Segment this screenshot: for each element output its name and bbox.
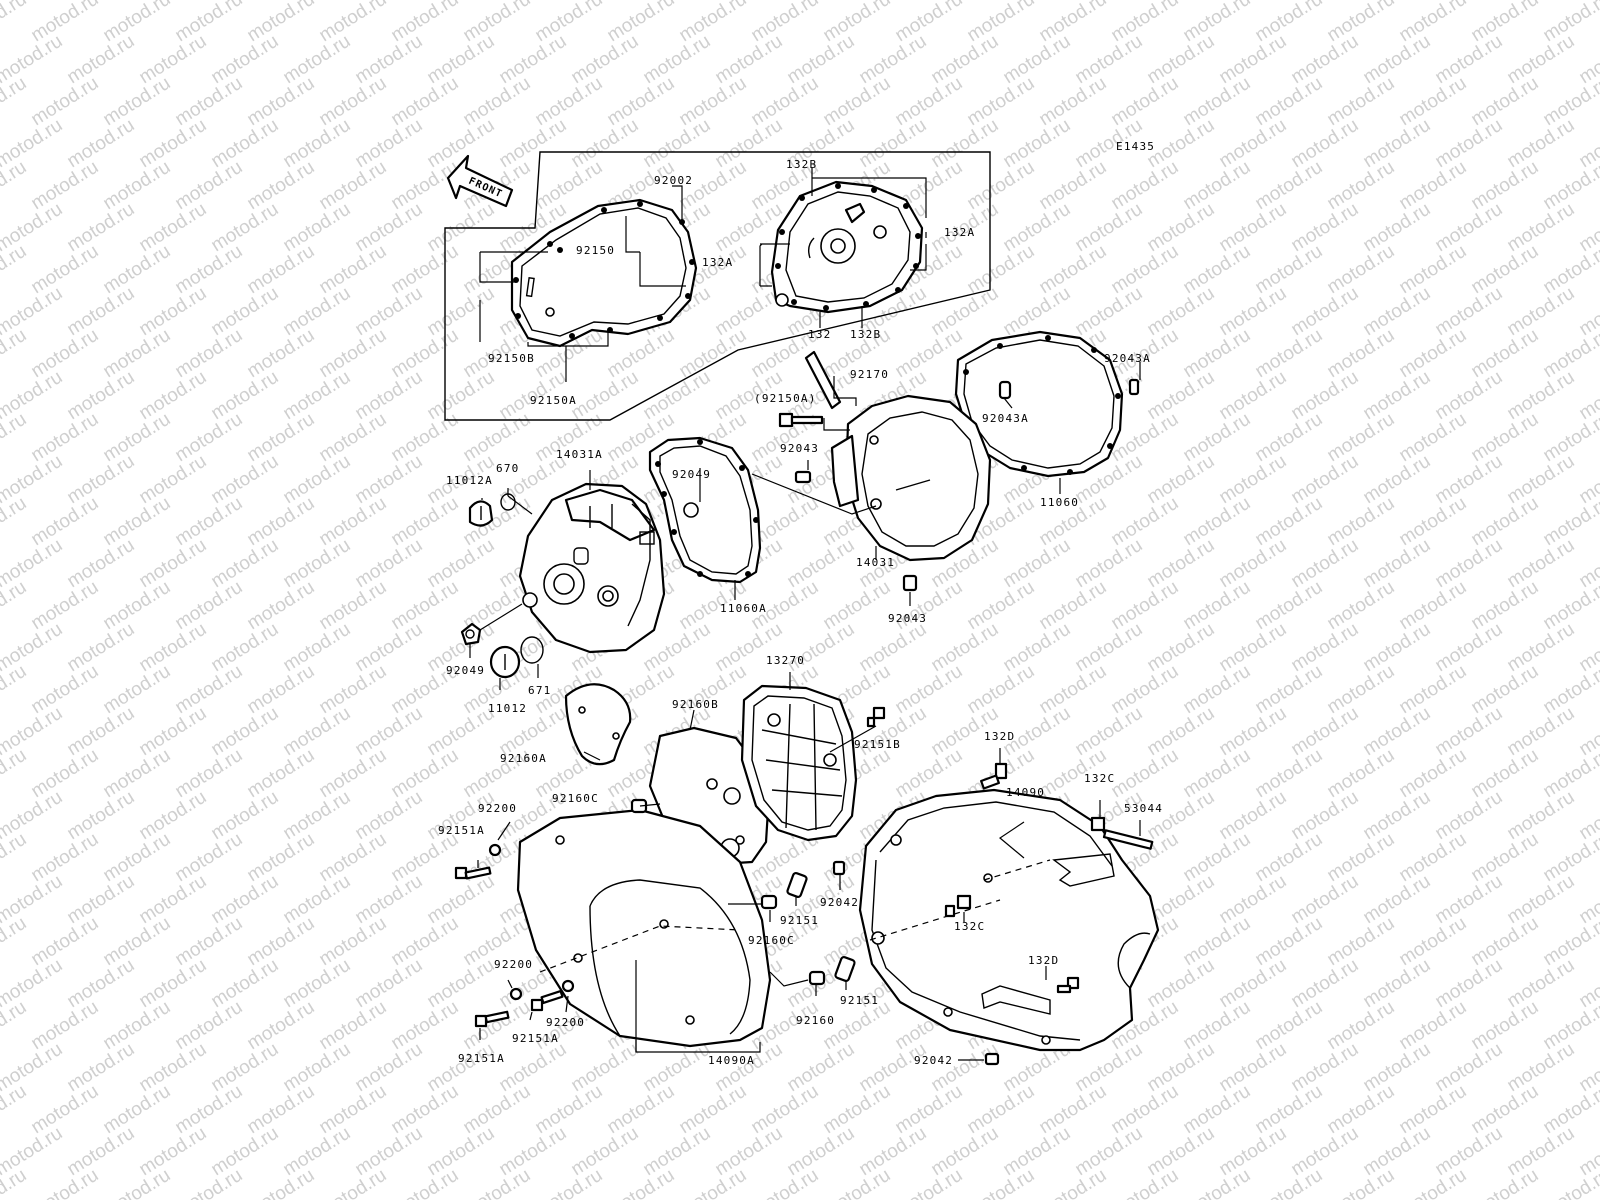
plate-13270 [740, 684, 858, 842]
label-132A-left: 132A [702, 256, 733, 269]
dowel-92042-b [984, 1052, 1000, 1066]
label-92160A: 92160A [500, 752, 547, 765]
label-92200-b: 92200 [494, 958, 533, 971]
bolt-132D-top [994, 762, 1008, 780]
label-671: 671 [528, 684, 551, 697]
inset-cover-gasket [510, 198, 698, 348]
inset-outer-cover [770, 180, 924, 314]
label-92150A-paren: (92150A) [754, 392, 817, 405]
cover-14031A [518, 482, 666, 654]
inset-frame [444, 151, 991, 421]
dowel-92043A-mid [998, 380, 1012, 400]
label-132A-right: 132A [944, 226, 975, 239]
label-92170: 92170 [850, 368, 889, 381]
label-92200-a: 92200 [478, 802, 517, 815]
bolt-132C-top [1090, 816, 1106, 832]
stud-53044 [1102, 829, 1154, 850]
label-92150B: 92150B [488, 352, 535, 365]
label-11060A: 11060A [720, 602, 767, 615]
label-92042-b: 92042 [914, 1054, 953, 1067]
label-132C-top: 132C [1084, 772, 1115, 785]
label-14090A: 14090A [708, 1054, 755, 1067]
label-132D-bot: 132D [1028, 954, 1059, 967]
part-labels: E1435 92002 132B 92150 132A 132A 92150B … [438, 140, 1163, 1067]
label-92160C-a: 92160C [552, 792, 599, 805]
label-92002: 92002 [654, 174, 693, 187]
label-13270: 13270 [766, 654, 805, 667]
washer-92200-b [509, 987, 523, 1001]
dowel-92043A-top [1128, 378, 1140, 396]
plug-11012 [489, 645, 521, 679]
inset-bolt-dots-right [775, 183, 921, 311]
label-92043A-top: 92043A [1104, 352, 1151, 365]
label-92151A-c: 92151A [458, 1052, 505, 1065]
label-92151B: 92151B [854, 738, 901, 751]
label-132: 132 [808, 328, 831, 341]
label-92049-top: 92049 [672, 468, 711, 481]
bolt-92151A-c [530, 989, 564, 1012]
oring-671 [520, 636, 544, 664]
pad-92160A [564, 683, 632, 766]
bolt-132D-bot [1066, 976, 1080, 990]
label-92042-a: 92042 [820, 896, 859, 909]
label-132B-bot: 132B [850, 328, 881, 341]
label-92151-a: 92151 [780, 914, 819, 927]
cover-14031 [830, 394, 992, 562]
bush-92160 [808, 970, 826, 986]
dowel-92042-a [832, 860, 846, 876]
label-92049-bot: 92049 [446, 664, 485, 677]
label-92151A-a: 92151A [438, 824, 485, 837]
label-53044: 53044 [1124, 802, 1163, 815]
diagram-code: E1435 [1116, 140, 1155, 153]
inset-bolt-dots-left [513, 201, 695, 339]
label-92150: 92150 [576, 244, 615, 257]
label-92151A-b: 92151A [512, 1032, 559, 1045]
label-132C-mid: 132C [954, 920, 985, 933]
washer-92049-bot [460, 622, 482, 646]
cover-14090 [858, 788, 1160, 1052]
dowel-92043-b [902, 574, 918, 592]
inset-leaders [479, 168, 927, 382]
label-132B-top: 132B [786, 158, 817, 171]
bolt-92151B [866, 706, 886, 728]
label-14090: 14090 [1006, 786, 1045, 799]
label-92160C-b: 92160C [748, 934, 795, 947]
washer-92200-a [488, 843, 502, 857]
plug-11012A [468, 500, 494, 527]
washer-92200-c [561, 979, 575, 993]
label-92200-c: 92200 [546, 1016, 585, 1029]
label-670: 670 [496, 462, 519, 475]
label-14031A: 14031A [556, 448, 603, 461]
bolt-92150A-paren [778, 412, 824, 428]
bolt-92151A-b [474, 1010, 510, 1028]
label-92160: 92160 [796, 1014, 835, 1027]
label-92151-b: 92151 [840, 994, 879, 1007]
label-92150A: 92150A [530, 394, 577, 407]
label-92043-b: 92043 [888, 612, 927, 625]
clamp-92170 [804, 350, 842, 410]
label-92160B: 92160B [672, 698, 719, 711]
gasket-11060A [648, 436, 762, 584]
label-132D-top: 132D [984, 730, 1015, 743]
label-11060: 11060 [1040, 496, 1079, 509]
label-14031: 14031 [856, 556, 895, 569]
label-11012A: 11012A [446, 474, 493, 487]
bush-92160C-b [760, 894, 778, 910]
leader-lines [469, 362, 1141, 1061]
label-92043-a: 92043 [780, 442, 819, 455]
cover-14090A [516, 808, 772, 1048]
bolt-92151A-a [454, 866, 492, 880]
dowel-92043-a [794, 470, 812, 484]
label-92043A-mid: 92043A [982, 412, 1029, 425]
spacer-92151-b [834, 956, 856, 982]
label-11012: 11012 [488, 702, 527, 715]
bolt-132C-mid [956, 894, 972, 910]
spacer-92151-a [786, 872, 808, 898]
hardware [454, 762, 1154, 1066]
front-arrow-icon: FRONT [446, 154, 514, 208]
